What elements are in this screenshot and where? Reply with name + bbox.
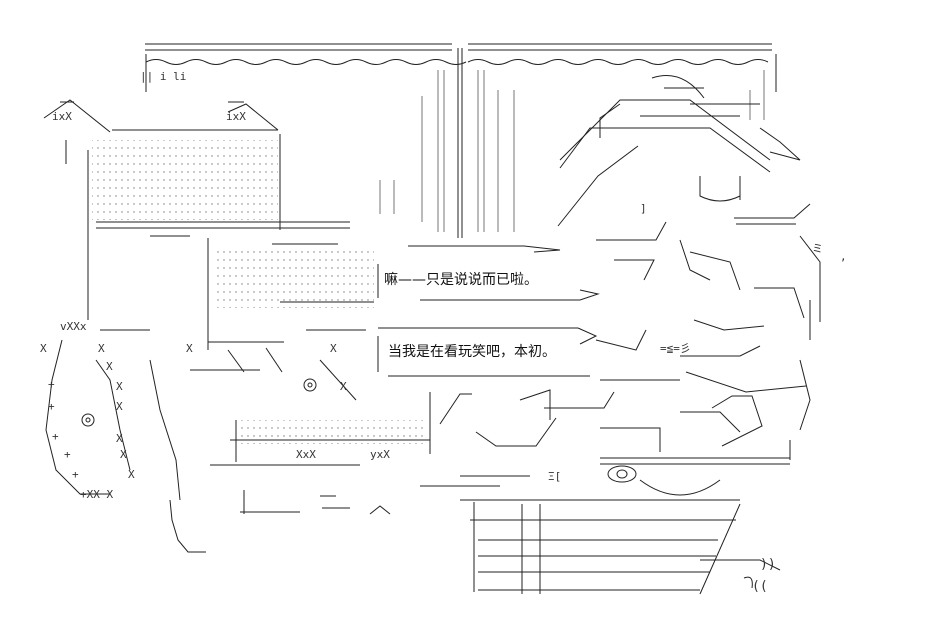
flower-basket [45, 339, 391, 553]
ceiling-frame [145, 43, 777, 238]
svg-text:+: + [64, 448, 71, 461]
svg-text:+XX X: +XX X [80, 488, 113, 501]
speech-bubble-lower [377, 327, 598, 377]
svg-text:XxX: XxX [296, 448, 316, 461]
svg-text:vXXx: vXXx [60, 320, 87, 333]
svg-text:+: + [48, 400, 55, 413]
left-floor-panel [190, 347, 431, 466]
window-curtain-columns [379, 70, 765, 232]
svg-text:)): )) [760, 557, 776, 572]
svg-text:yxX: yxX [370, 448, 390, 461]
svg-text:((: (( [752, 579, 768, 594]
svg-text:ixX: ixX [226, 110, 246, 123]
svg-text:X: X [186, 342, 193, 355]
svg-text:X: X [116, 400, 123, 413]
svg-text:|| i li: || i li [140, 70, 186, 83]
svg-text:Ξ[: Ξ[ [548, 470, 561, 483]
svg-text:X: X [98, 342, 105, 355]
svg-text:+: + [52, 430, 59, 443]
character-figure [439, 75, 821, 460]
svg-text:ixX: ixX [52, 110, 72, 123]
basket-crate [420, 457, 790, 595]
svg-text:,: , [840, 250, 847, 263]
svg-text:X: X [106, 360, 113, 373]
fragment-characters: || i li ixX ixX vXXx X X X X X + X X + X… [40, 70, 847, 594]
svg-text:X: X [116, 380, 123, 393]
svg-text:=≦=彡: =≦=彡 [660, 342, 691, 355]
speech-bubble-upper [377, 245, 600, 301]
svg-text:X: X [116, 432, 123, 445]
dialogue-line-2: 当我是在看玩笑吧，本初。 [386, 344, 558, 360]
svg-text:X: X [128, 468, 135, 481]
svg-text:X: X [340, 380, 347, 393]
svg-text:X: X [120, 448, 127, 461]
svg-text:]: ] [640, 202, 647, 215]
svg-text:X: X [40, 342, 47, 355]
svg-text:ミ: ミ [812, 242, 823, 255]
svg-text:+: + [72, 468, 79, 481]
table-box [43, 99, 374, 350]
svg-text:+: + [48, 378, 55, 391]
svg-text:X: X [330, 342, 337, 355]
dialogue-line-1: 嘛——只是说说而已啦。 [382, 272, 540, 288]
